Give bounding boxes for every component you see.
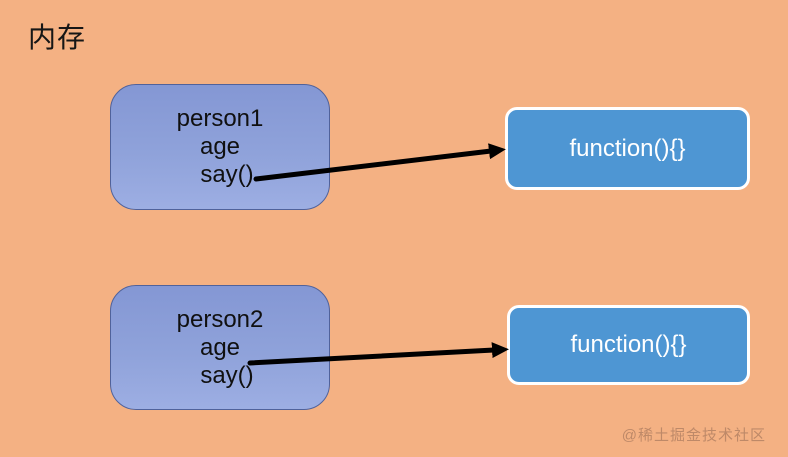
person1-name-label: person1 xyxy=(176,105,264,132)
person1-say-label: say() xyxy=(200,161,254,188)
person1-age-label: age xyxy=(199,133,241,160)
node-person2: person2 age say() xyxy=(110,285,330,410)
person2-age-label: age xyxy=(199,333,241,361)
person2-say-label: say() xyxy=(200,361,254,389)
node-function1: function(){} xyxy=(505,107,750,190)
function1-label: function(){} xyxy=(569,134,686,162)
page-title: 内存 xyxy=(28,22,87,53)
node-function2: function(){} xyxy=(507,305,750,385)
person2-name-label: person2 xyxy=(176,305,264,333)
function2-label: function(){} xyxy=(570,331,687,358)
watermark: @稀土掘金技术社区 xyxy=(621,427,766,444)
node-person1: person1 age say() xyxy=(110,84,330,210)
